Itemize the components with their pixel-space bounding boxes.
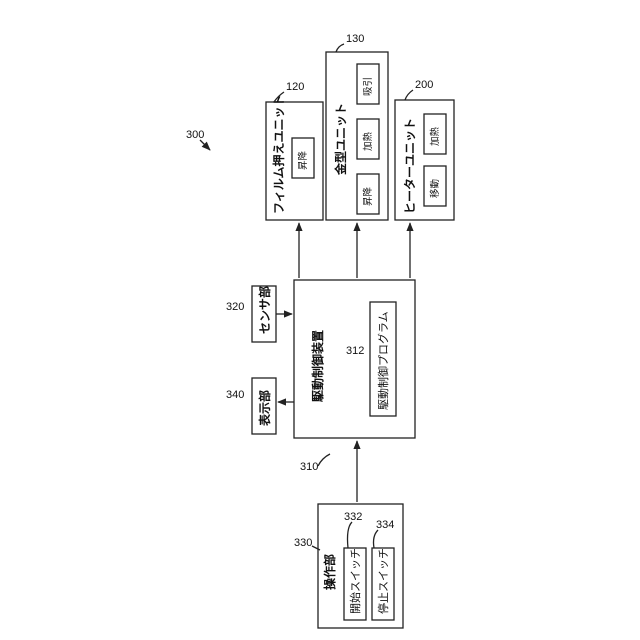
mold-part-heat-label: 加熱 [362, 131, 374, 151]
drive-program-label: 駆動制御プログラム [376, 311, 390, 410]
heater-unit-label: ヒーターユニット [403, 118, 417, 214]
mold-part-suction-label: 吸引 [363, 77, 374, 96]
figure-label-arrow [200, 140, 210, 150]
mold-unit-ref-leader [336, 44, 344, 52]
drive-control-ref: 310 [300, 461, 318, 473]
film-press-unit-ref: 120 [286, 81, 304, 93]
heater-unit: ヒーターユニット 移動 加熱 [395, 100, 454, 220]
mold-unit: 金型ユニット 昇降 加熱 吸引 [326, 52, 388, 220]
mold-unit-ref: 130 [346, 33, 364, 45]
sensor-unit: センサ部 [252, 286, 276, 342]
mold-part-lift-label: 昇降 [362, 186, 374, 206]
sensor-ref: 320 [226, 301, 244, 313]
stop-switch-label: 停止スイッチ [376, 548, 390, 614]
film-press-unit: フィルム押えユニット 昇降 [266, 94, 323, 220]
drive-control-ref-leader [318, 454, 330, 466]
drive-control-device: 駆動制御装置 駆動制御プログラム [294, 280, 415, 438]
heater-part-move-label: 移動 [429, 179, 441, 198]
display-ref: 340 [226, 389, 244, 401]
drive-program-ref: 312 [346, 345, 364, 357]
operation-ref: 330 [294, 537, 312, 549]
start-switch-label: 開始スイッチ [348, 548, 362, 614]
display-unit: 表示部 [252, 378, 276, 434]
operation-label: 操作部 [322, 554, 337, 590]
sensor-label: センサ部 [257, 286, 272, 334]
display-label: 表示部 [257, 390, 272, 427]
figure-label: 300 [186, 129, 204, 141]
heater-part-heat-label: 加熱 [429, 126, 441, 146]
film-press-unit-label: フィルム押えユニット [271, 94, 286, 214]
film-part-lift-label: 昇降 [297, 150, 309, 170]
drive-control-label: 駆動制御装置 [310, 330, 325, 402]
mold-unit-label: 金型ユニット [333, 103, 348, 176]
stop-switch-ref: 334 [376, 519, 394, 531]
heater-unit-ref: 200 [415, 79, 433, 91]
start-switch-ref: 332 [344, 511, 362, 523]
heater-unit-ref-leader [405, 90, 413, 100]
